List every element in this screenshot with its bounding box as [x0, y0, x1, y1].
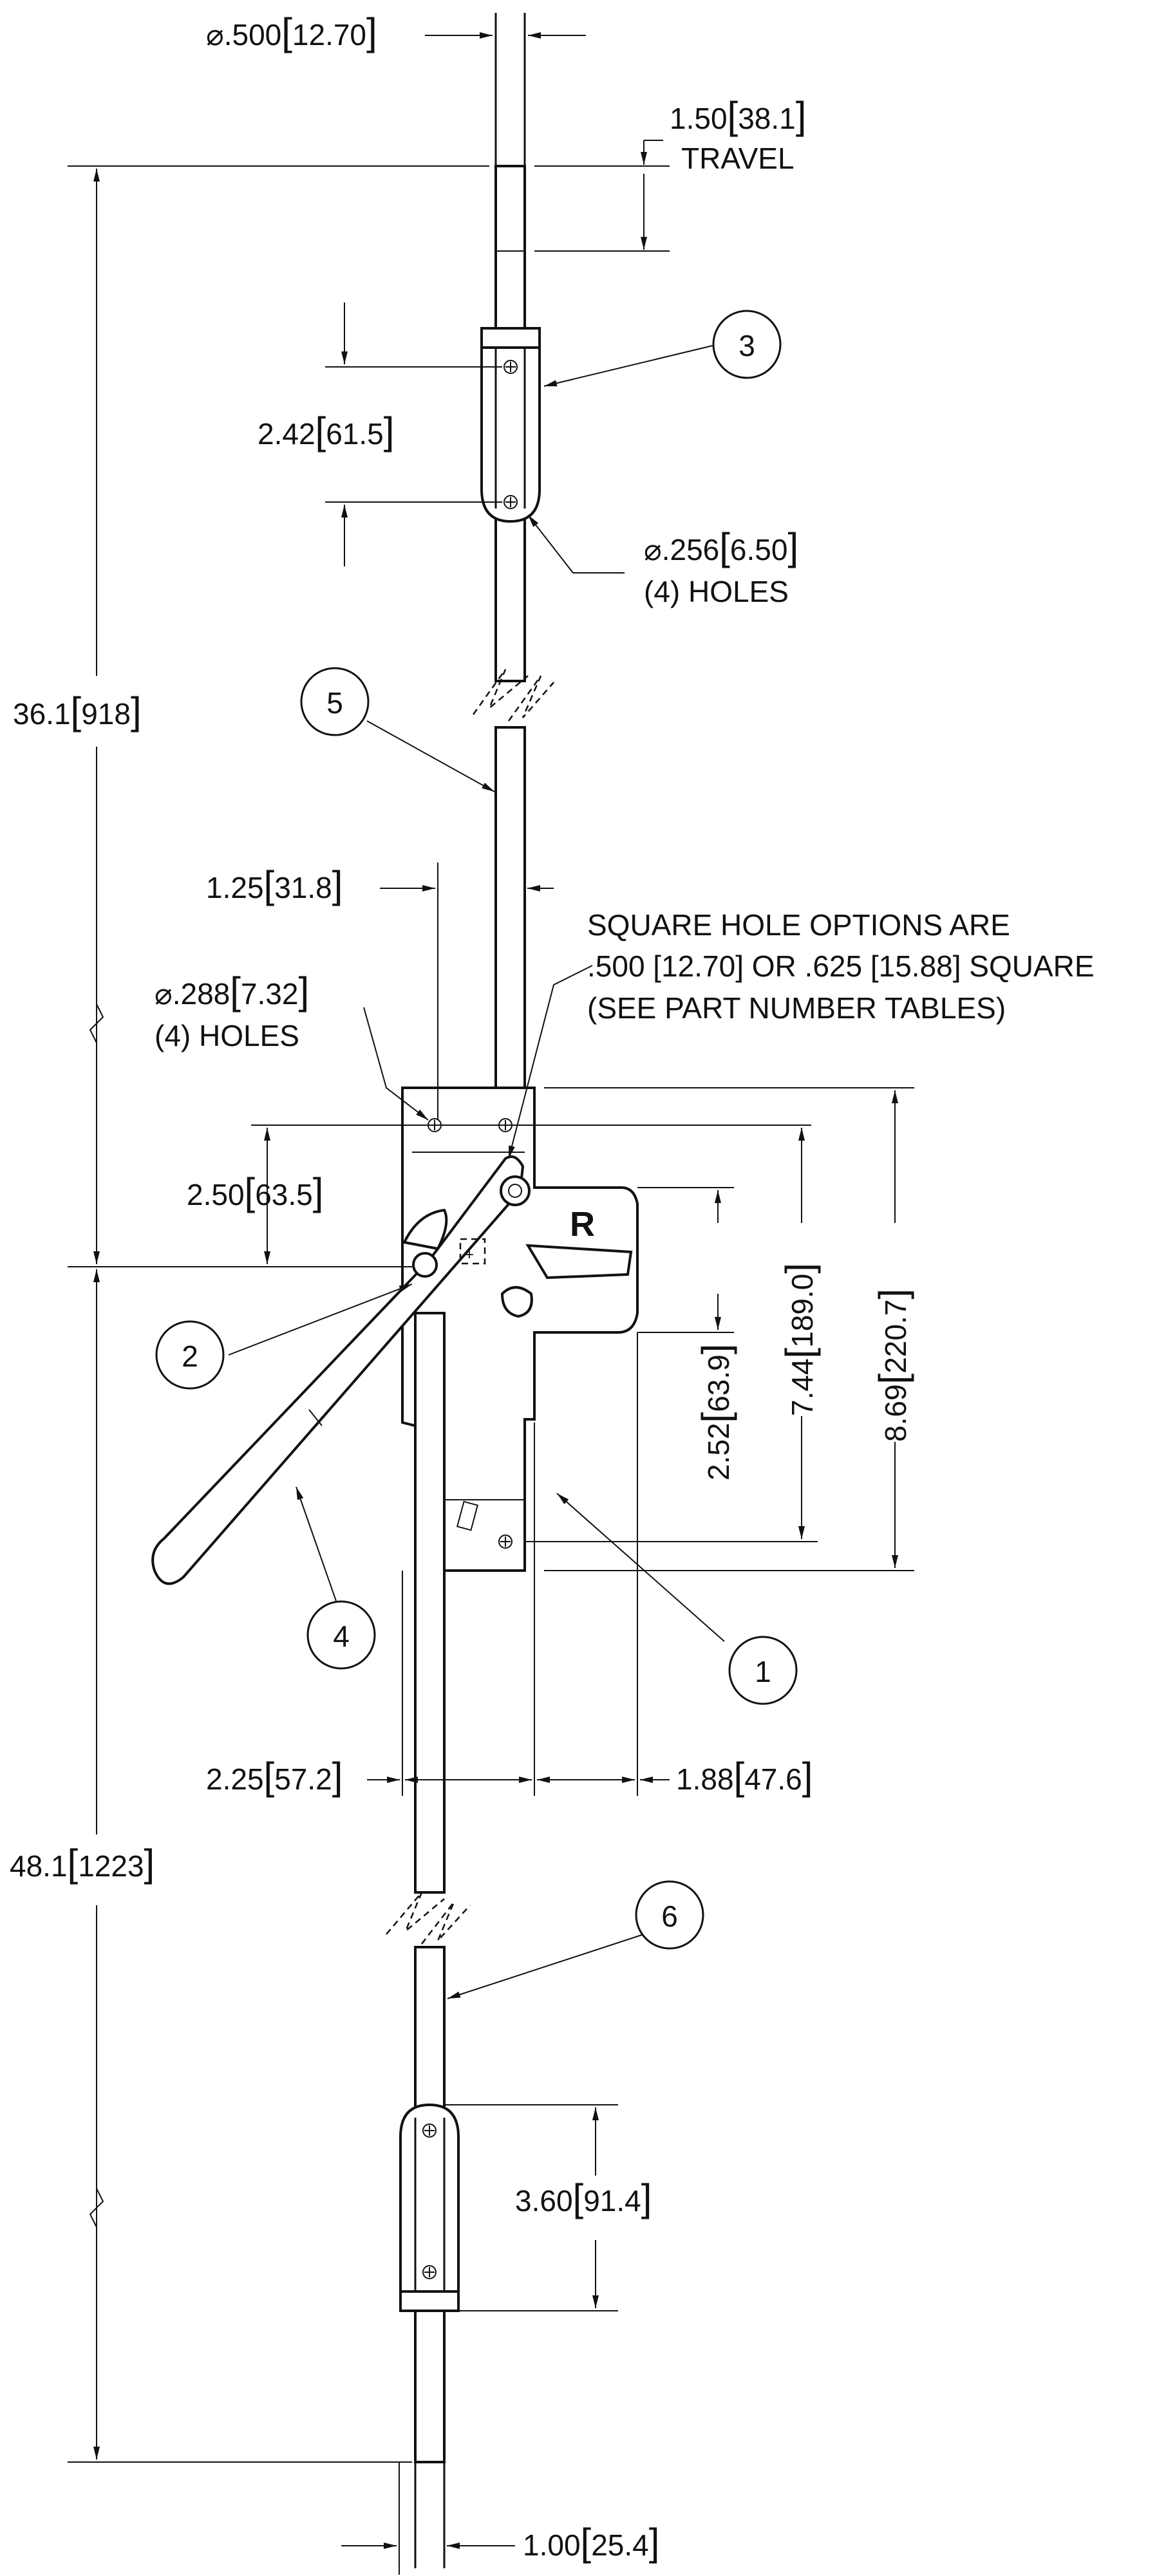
svg-text:⌀.288[7.32]: ⌀.288[7.32]: [155, 969, 309, 1013]
svg-text:2.52[63.9]: 2.52[63.9]: [694, 1344, 737, 1480]
dim-holes-288: ⌀.288[7.32] (4) HOLES: [155, 969, 309, 1052]
svg-text:3.60[91.4]: 3.60[91.4]: [515, 2176, 652, 2219]
bottom-guide: [399, 2103, 460, 2312]
dim-upper-rod-len: 36.1[918]: [13, 689, 142, 733]
dimension-texts: ⌀.500[12.70] 1.50[38.1] TRAVEL 2.42[61.5…: [10, 10, 1095, 2564]
svg-text:8.69[220.7]: 8.69[220.7]: [871, 1289, 914, 1442]
dim-body-right: 1.88[47.6]: [676, 1755, 813, 1798]
dim-center-to-bottom: 2.52[63.9]: [694, 1344, 737, 1480]
balloon-2: 2: [155, 1320, 225, 1390]
svg-text:+: +: [465, 1246, 474, 1264]
svg-text:3: 3: [738, 329, 755, 362]
balloon-4: 4: [306, 1600, 376, 1670]
svg-text:1.88[47.6]: 1.88[47.6]: [676, 1755, 813, 1798]
balloons: 3 5 2 4 1 6: [155, 310, 798, 1950]
dim-bottom-rod-offset: 1.00[25.4]: [523, 2521, 659, 2564]
hand-letter: R: [570, 1205, 595, 1244]
svg-text:2.25[57.2]: 2.25[57.2]: [206, 1755, 343, 1798]
dim-hole-spacing: 7.44[189.0]: [778, 1263, 821, 1416]
lock-body: R: [401, 1087, 639, 1572]
dim-rod-offset: 1.25[31.8]: [206, 863, 343, 906]
dim-guide-top: 2.42[61.5]: [258, 409, 394, 453]
leaders: [228, 344, 725, 1999]
svg-text:7.44[189.0]: 7.44[189.0]: [778, 1263, 821, 1416]
dim-travel: 1.50[38.1] TRAVEL: [670, 94, 806, 175]
balloon-1: 1: [728, 1636, 798, 1705]
svg-text:(4) HOLES: (4) HOLES: [644, 575, 789, 608]
svg-text:(SEE PART NUMBER TABLES): (SEE PART NUMBER TABLES): [587, 991, 1006, 1025]
balloon-6: 6: [635, 1880, 704, 1950]
square-hole-note: SQUARE HOLE OPTIONS ARE .500 [12.70] OR …: [587, 908, 1095, 1025]
svg-text:2.42[61.5]: 2.42[61.5]: [258, 409, 394, 453]
lower-rod: [386, 1312, 471, 2568]
balloon-3: 3: [712, 310, 782, 379]
dimension-lines: [68, 32, 914, 2575]
svg-text:36.1[918]: 36.1[918]: [13, 689, 142, 733]
svg-text:.500 [12.70] OR .625 [15.88] S: .500 [12.70] OR .625 [15.88] SQUARE: [587, 949, 1095, 983]
svg-text:6: 6: [661, 1899, 678, 1933]
dim-body-height: 8.69[220.7]: [871, 1289, 914, 1442]
svg-text:⌀.500[12.70]: ⌀.500[12.70]: [206, 10, 377, 53]
svg-text:2.50[63.5]: 2.50[63.5]: [187, 1170, 323, 1213]
svg-text:(4) HOLES: (4) HOLES: [155, 1019, 299, 1052]
svg-text:48.1[1223]: 48.1[1223]: [10, 1842, 155, 1885]
svg-text:2: 2: [182, 1339, 198, 1373]
dim-holes-256: ⌀.256[6.50] (4) HOLES: [644, 525, 798, 608]
svg-text:TRAVEL: TRAVEL: [681, 142, 795, 175]
svg-text:1: 1: [755, 1655, 771, 1688]
svg-text:SQUARE HOLE OPTIONS ARE: SQUARE HOLE OPTIONS ARE: [587, 908, 1010, 942]
dim-body-left: 2.25[57.2]: [206, 1755, 343, 1798]
upper-rod: [472, 13, 554, 1115]
svg-text:1.00[25.4]: 1.00[25.4]: [523, 2521, 659, 2564]
svg-text:⌀.256[6.50]: ⌀.256[6.50]: [644, 525, 798, 568]
dim-hub-height: 2.50[63.5]: [187, 1170, 323, 1213]
svg-text:4: 4: [333, 1619, 350, 1653]
svg-text:5: 5: [326, 686, 343, 720]
top-guide: [480, 327, 541, 523]
svg-text:1.50[38.1]: 1.50[38.1]: [670, 94, 806, 137]
dim-guide-bottom: 3.60[91.4]: [515, 2176, 652, 2219]
svg-text:1.25[31.8]: 1.25[31.8]: [206, 863, 343, 906]
balloon-5: 5: [300, 667, 370, 736]
handle: +: [151, 1155, 531, 1585]
dim-lower-rod-len: 48.1[1223]: [10, 1842, 155, 1885]
dim-rod-dia: ⌀.500[12.70]: [206, 10, 377, 53]
